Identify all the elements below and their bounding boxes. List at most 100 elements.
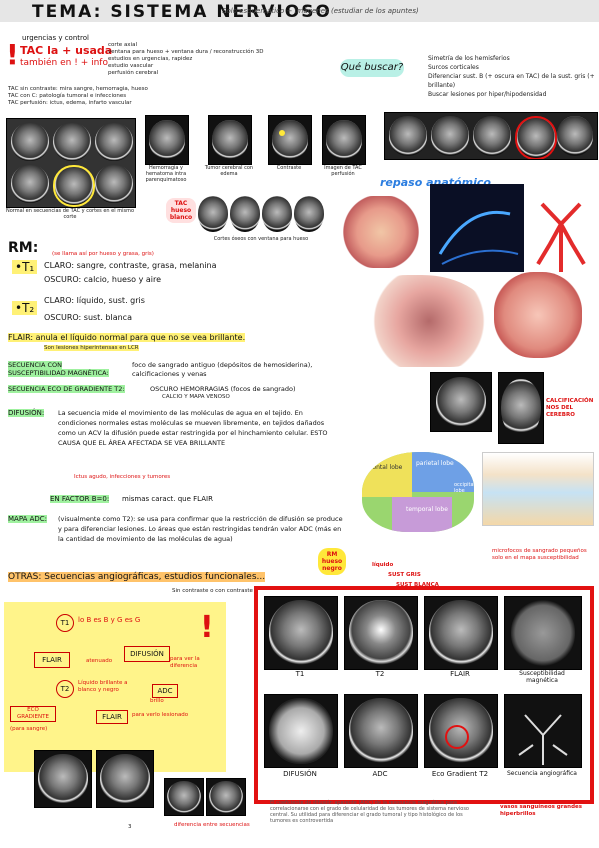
annot-sust-blanca: SUST BLANCA [396,582,439,588]
factor-heading: EN FACTOR B=0: [50,495,110,503]
sequence-flow-diagram: T1 lo B es B y G es G FLAIR atenuado DIF… [4,602,226,772]
flow-atenuado: atenuado [86,658,113,664]
brain-scan [53,165,95,207]
flair-note-text: Son lesiones hiperintensas en LCR [44,345,139,351]
eco-label: SECUENCIA ECO DE GRADIENTE T2: [8,384,125,394]
lobe-label: occipital lobe [454,482,474,494]
mri-axial-image [498,372,544,444]
tac-notes-title: urgencias y control [22,34,89,42]
tac-note-item: perfusión cerebral [108,70,159,76]
anatomy-vessels-image [430,184,524,272]
bone-scan [262,196,292,232]
lesion-marker [279,130,285,136]
bone-window-strip [198,196,324,234]
tac-bullet: TAC sin contraste: mira sangre, hemorrag… [8,86,148,92]
flow-node-t2: T2 [56,680,74,698]
flow-t2-text: Líquido brillante a blanco y negro [78,680,128,693]
sagittal-brain-illustration [352,275,492,367]
artery-icon [536,202,586,272]
lobe-label: parietal lobe [416,460,454,467]
brain-scan [272,120,308,160]
eco-text: OSCURO HEMORRAGIAS (focos de sangrado) [150,385,296,393]
temporal-lobe-region [392,497,452,532]
tac-caption: Tumor cerebral con edema [204,165,254,177]
mri-caption-angio: Secuencia angiográfica [507,770,577,777]
tac-also: también en ! + info [20,58,108,68]
parietal-lobe-region [412,452,474,492]
tac-label: TAC la + usada [20,44,113,57]
brain-scan [436,377,486,427]
brain-scan [100,754,150,804]
meninges-illustration [482,452,594,526]
tac-image-grid [6,118,136,208]
mri-adc-image [344,694,418,768]
t1-oscuro: OSCURO: calcio, hueso y aire [44,275,161,284]
flair-note: Son lesiones hiperintensas en LCR [44,345,139,352]
calcif-label: CALCIFICACIÓN NOS DEL CEREBRO [546,398,594,418]
adc-heading: MAPA ADC: [8,515,48,523]
angio-vessels-icon [518,714,568,765]
bone-scan [294,196,324,232]
eco-sub: CALCIO Y MAPA VENOSO [162,394,230,400]
brain-scan [511,600,575,666]
tac-bullet: TAC con C: patología tumoral e infeccion… [8,93,127,99]
brain-scan [11,165,49,203]
flow-node-flair: FLAIR [34,652,70,668]
brain-scan [473,116,511,156]
flow-eco-note: (para sangre) [10,726,48,732]
tac-note-item: estudios en urgencias, rapidez [108,56,193,62]
brain-scan [11,123,49,161]
que-buscar-list: Simetría de los hemisferios Surcos corti… [428,54,596,99]
brain-scan [349,698,413,764]
rm-hueso-label: RM hueso negro [318,548,346,575]
lobe-label: frontal lobe [368,464,403,471]
mri-comparison-panel: T1 T2 FLAIR Susceptibilidad magnética DI… [254,586,594,804]
que-buscar-item: Buscar lesiones por hiper/hipodensidad [428,91,547,98]
tac-caption: Contraste [276,165,302,171]
tac-scan-image [145,115,189,165]
susc-heading: SECUENCIA CON SUSCEPTIBILIDAD MAGNÉTICA: [8,361,109,377]
tac-scan-image [322,115,366,165]
bone-caption: Cortes óseos con ventana para hueso [213,236,309,242]
brain-scan [557,116,593,156]
tac-bullet: TAC perfusión: ictus, edema, infarto vas… [8,100,132,106]
mri-caption-eco: Eco Gradient T2 [431,770,489,778]
vessel-lines [438,210,519,265]
brain-scan [167,781,201,813]
que-buscar-item: Simetría de los hemisferios [428,55,510,62]
tac-scan-image [268,115,312,165]
otras-heading: OTRAS: Secuencias angiográficas, estudio… [8,572,266,582]
mri-caption-flair: FLAIR [450,670,470,678]
brain-scan [269,600,333,666]
t2-oscuro: OSCURO: sust. blanca [44,313,132,322]
brain-scan [515,116,557,159]
lobe-label: temporal lobe [406,506,448,513]
eco-heading: SECUENCIA ECO DE GRADIENTE T2: [8,385,125,393]
mri-footnote: El coeficiente de difusión aparente (ADC… [270,800,469,824]
flow-t1-text: lo B es B y G es G [78,616,141,624]
brain-scan [209,781,243,813]
mri-eco-image [424,694,498,768]
mri-angio-image [504,694,582,768]
rm-label: RM: [8,240,39,256]
tac-note-item: corte axial [108,42,137,48]
frontal-lobe-region [362,452,412,497]
flow-node-difusion: DIFUSIÓN [124,646,170,662]
brain-scan [269,698,333,764]
bone-scan [198,196,228,232]
t2-label: •T₂ [12,301,38,315]
mri-flair-image [424,596,498,670]
difusion-label: DIFUSIÓN: [8,408,45,418]
bone-scan [230,196,260,232]
flow-example-scan [164,778,204,816]
que-buscar-label: Qué buscar? [340,59,404,77]
lobes-illustration: parietal lobe occipital lobe temporal lo… [362,452,474,532]
lesion-circle [445,725,469,749]
que-buscar-item: Diferenciar sust. B (+ oscura en TAC) de… [428,73,595,89]
flow-example-scan [34,750,92,808]
brain-scan [38,754,88,804]
mri-caption-t1: T1 [295,670,305,678]
t2-claro: CLARO: líquido, sust. gris [44,296,145,305]
mri-caption-susc: Susceptibilidad magnética [519,670,565,684]
brain-scan [149,120,185,160]
